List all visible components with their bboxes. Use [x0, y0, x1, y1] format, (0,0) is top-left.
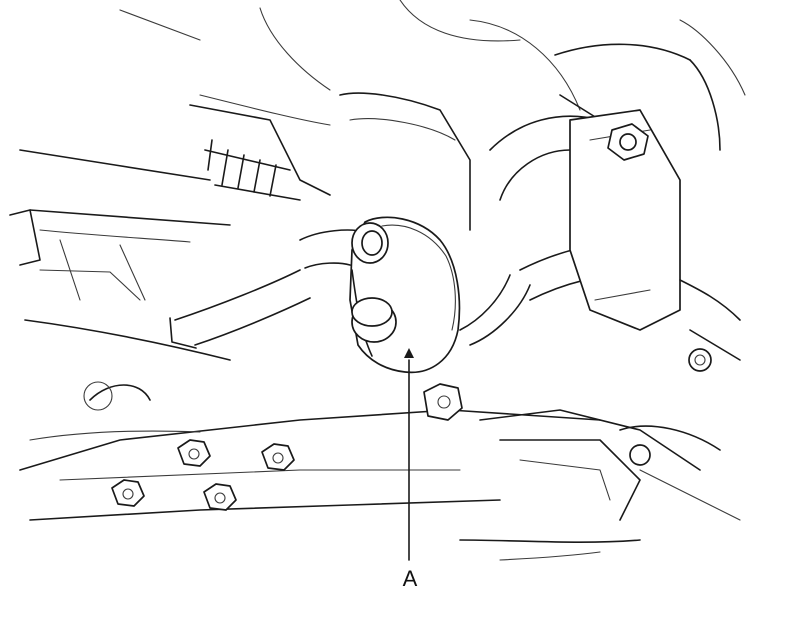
- bolt-right-lower: [688, 348, 712, 372]
- bolt-panel-1: [177, 439, 211, 467]
- hanger-bracket: [349, 216, 461, 374]
- bolt-panel-4: [203, 483, 237, 511]
- frame-rail: [9, 149, 231, 361]
- callout-label-a: A: [402, 566, 418, 591]
- bolt-center: [423, 383, 463, 421]
- bolt-top-right: [607, 123, 649, 161]
- bolt-lower-right: [629, 444, 651, 466]
- bolt-panel-2: [261, 443, 295, 471]
- arrow-mark-icon: [404, 348, 414, 358]
- upper-body-structure: [119, 0, 746, 231]
- hanger-rod-upper: [351, 222, 389, 264]
- underbody-panel: [19, 381, 741, 561]
- drain-hole: [83, 381, 113, 411]
- bolt-panel-3: [111, 479, 145, 507]
- hanger-rod-lower: [351, 297, 397, 343]
- exhaust-pipe: [169, 229, 366, 349]
- right-bracket: [569, 109, 741, 372]
- hose-clamp: [204, 139, 301, 201]
